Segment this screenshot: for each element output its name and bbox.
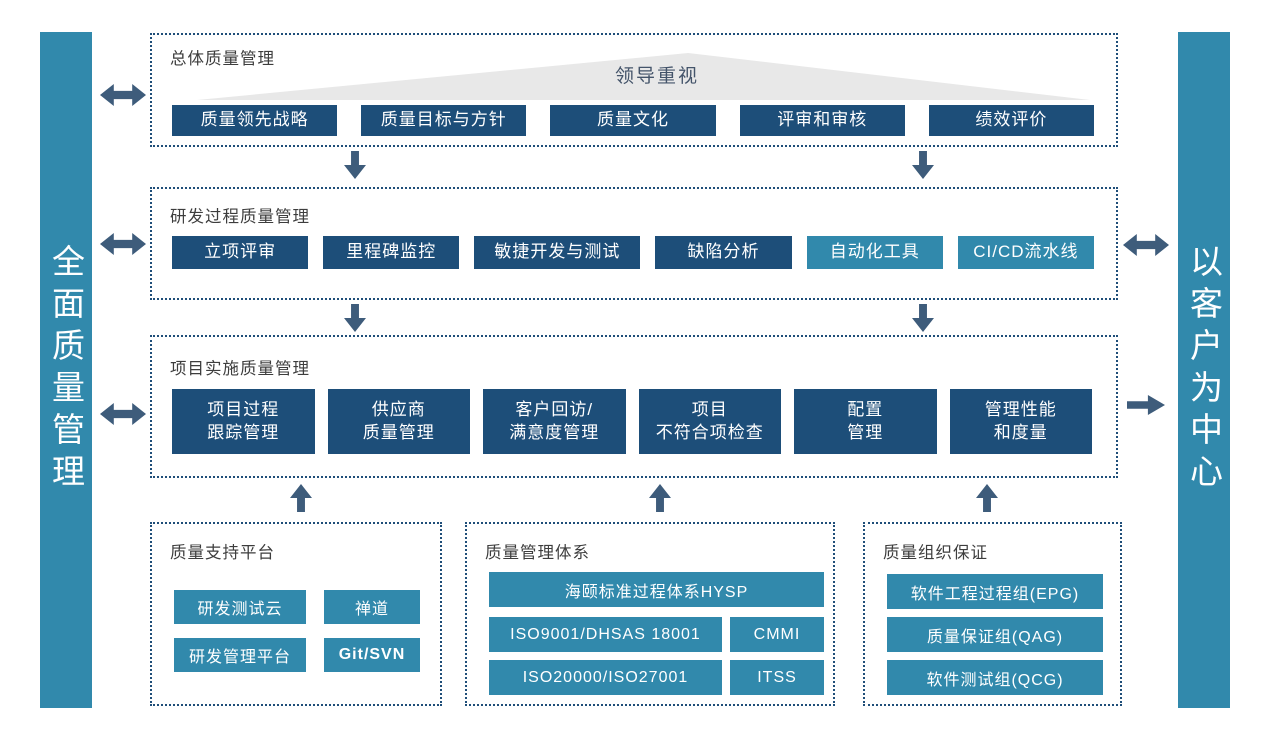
section-quality-support-platform: 质量支持平台 研发测试云 禅道 研发管理平台 Git/SVN — [150, 522, 442, 706]
block-iso20000-iso27001: ISO20000/ISO27001 — [489, 660, 722, 695]
org-row-2: 质量保证组(QAG) — [887, 617, 1103, 652]
platform-row-2: 研发管理平台 Git/SVN — [174, 638, 420, 672]
block-milestone-monitoring: 里程碑监控 — [323, 236, 460, 269]
right-double-arrow-icon — [1123, 234, 1169, 256]
down-arrow-icon — [344, 151, 366, 179]
block-project-approval-review: 立项评审 — [172, 236, 309, 269]
right-banner: 以客户为中心 — [1178, 32, 1230, 708]
up-arrow-icon — [290, 484, 312, 512]
block-zentao: 禅道 — [324, 590, 420, 624]
block-itss: ITSS — [730, 660, 824, 695]
overall-items-row: 质量领先战略 质量目标与方针 质量文化 评审和审核 绩效评价 — [172, 105, 1095, 136]
system-row-3: ISO20000/ISO27001 ITSS — [489, 660, 824, 695]
section-project-implementation-quality: 项目实施质量管理 项目过程 跟踪管理 供应商 质量管理 客户回访/ 满意度管理 … — [150, 335, 1118, 478]
block-cmmi: CMMI — [730, 617, 824, 652]
up-arrow-icon — [649, 484, 671, 512]
block-quality-leading-strategy: 质量领先战略 — [172, 105, 338, 136]
left-double-arrow-icon — [100, 403, 146, 425]
block-defect-analysis: 缺陷分析 — [655, 236, 792, 269]
section-overall-title: 总体质量管理 — [170, 50, 275, 68]
system-row-2: ISO9001/DHSAS 18001 CMMI — [489, 617, 824, 652]
block-review-audit: 评审和审核 — [739, 105, 905, 136]
down-arrow-icon — [912, 304, 934, 332]
block-iso9001-dhsas18001: ISO9001/DHSAS 18001 — [489, 617, 722, 652]
org-row-1: 软件工程过程组(EPG) — [887, 574, 1103, 609]
block-performance-measurement: 管理性能 和度量 — [949, 389, 1092, 454]
section-org-title: 质量组织保证 — [883, 544, 988, 562]
left-banner-text: 全面质量管理 — [47, 244, 85, 496]
block-cicd-pipeline: CI/CD流水线 — [957, 236, 1094, 269]
block-configuration-management: 配置 管理 — [794, 389, 937, 454]
right-arrow-icon — [1127, 395, 1165, 415]
block-project-process-tracking: 项目过程 跟踪管理 — [172, 389, 315, 454]
left-double-arrow-icon — [100, 84, 146, 106]
block-qag-group: 质量保证组(QAG) — [887, 617, 1103, 652]
section-overall-quality: 总体质量管理 领导重视 质量领先战略 质量目标与方针 质量文化 评审和审核 绩效… — [150, 33, 1118, 147]
org-row-3: 软件测试组(QCG) — [887, 660, 1103, 695]
block-automation-tools: 自动化工具 — [806, 236, 943, 269]
section-rnd-title: 研发过程质量管理 — [170, 208, 310, 226]
system-row-1: 海颐标准过程体系HYSP — [489, 572, 824, 607]
up-arrow-icon — [976, 484, 998, 512]
block-quality-culture: 质量文化 — [550, 105, 716, 136]
block-hysp-standard-process: 海颐标准过程体系HYSP — [489, 572, 824, 607]
block-git-svn: Git/SVN — [324, 638, 420, 672]
section-system-title: 质量管理体系 — [485, 544, 590, 562]
section-quality-organization: 质量组织保证 软件工程过程组(EPG) 质量保证组(QAG) 软件测试组(QCG… — [863, 522, 1122, 706]
left-banner: 全面质量管理 — [40, 32, 92, 708]
block-quality-goals-policy: 质量目标与方针 — [361, 105, 527, 136]
rnd-items-row: 立项评审 里程碑监控 敏捷开发与测试 缺陷分析 自动化工具 CI/CD流水线 — [172, 236, 1094, 269]
section-rnd-process-quality: 研发过程质量管理 立项评审 里程碑监控 敏捷开发与测试 缺陷分析 自动化工具 C… — [150, 187, 1118, 300]
section-quality-management-system: 质量管理体系 海颐标准过程体系HYSP ISO9001/DHSAS 18001 … — [465, 522, 835, 706]
block-supplier-quality: 供应商 质量管理 — [327, 389, 470, 454]
down-arrow-icon — [912, 151, 934, 179]
block-epg-group: 软件工程过程组(EPG) — [887, 574, 1103, 609]
down-arrow-icon — [344, 304, 366, 332]
project-items-row: 项目过程 跟踪管理 供应商 质量管理 客户回访/ 满意度管理 项目 不符合项检查… — [172, 389, 1092, 454]
block-rnd-test-cloud: 研发测试云 — [174, 590, 306, 624]
leadership-emphasis-label: 领导重视 — [614, 66, 699, 87]
platform-row-1: 研发测试云 禅道 — [174, 590, 420, 624]
section-project-title: 项目实施质量管理 — [170, 360, 310, 378]
block-nonconformity-inspection: 项目 不符合项检查 — [638, 389, 781, 454]
block-customer-visit-satisfaction: 客户回访/ 满意度管理 — [483, 389, 626, 454]
right-banner-text: 以客户为中心 — [1185, 244, 1223, 496]
section-platform-title: 质量支持平台 — [170, 544, 275, 562]
block-rnd-management-platform: 研发管理平台 — [174, 638, 306, 672]
block-performance-evaluation: 绩效评价 — [928, 105, 1095, 136]
block-qcg-group: 软件测试组(QCG) — [887, 660, 1103, 695]
block-agile-dev-testing: 敏捷开发与测试 — [474, 236, 641, 269]
left-double-arrow-icon — [100, 233, 146, 255]
